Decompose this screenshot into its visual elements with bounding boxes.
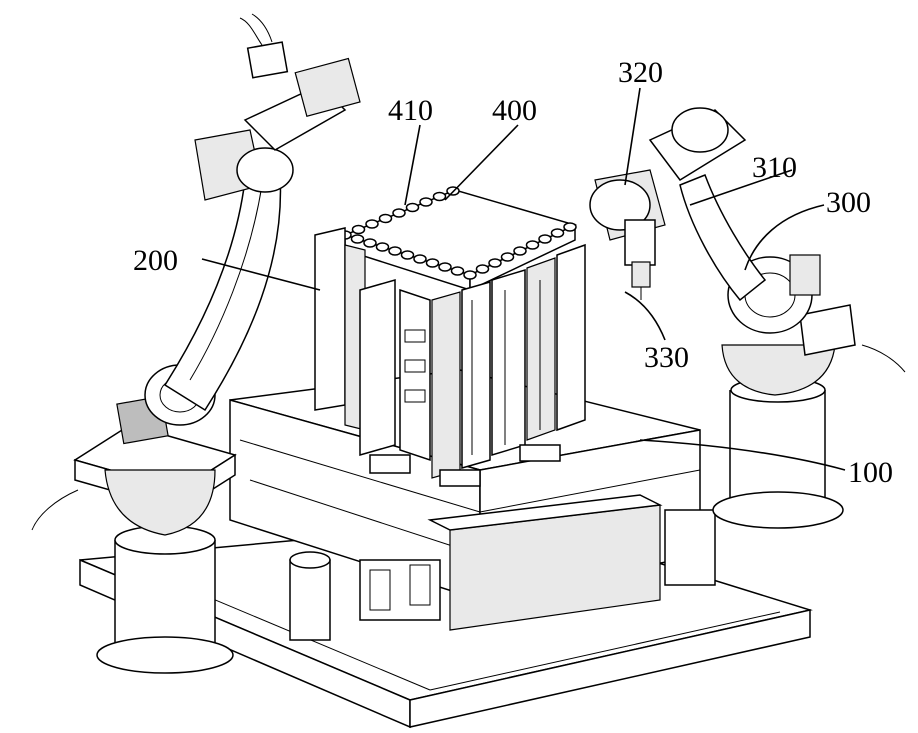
bolt-head [389,247,401,255]
bolt-head [552,229,564,237]
label-310: 310 [752,151,797,184]
label-330: 330 [644,341,689,374]
label-320: 320 [618,56,663,89]
bolt-head [377,243,389,251]
bolt-head [514,247,526,255]
label-400: 400 [492,94,537,127]
bolt-head [420,198,432,206]
bolt-head [402,251,414,259]
bolt-head [364,239,376,247]
bolt-head [434,193,446,201]
bolt-head [439,263,451,271]
bolt-head [414,255,426,263]
bolt-head [366,220,378,228]
label-100: 100 [848,456,893,489]
label-300: 300 [826,186,871,219]
bolt-head [393,209,405,217]
bolt-head [502,253,514,261]
bolt-head [407,204,419,212]
bolt-head [427,259,439,267]
bolt-head [539,235,551,243]
bolt-head [527,241,539,249]
bolt-head [477,265,489,273]
bolt-head [380,215,392,223]
label-410: 410 [388,94,433,127]
bolt-head [564,223,576,231]
label-200: 200 [133,244,178,277]
bolt-head [353,226,365,234]
bolt-head [489,259,501,267]
bolt-head [352,235,364,243]
bolt-head [464,271,476,279]
bolt-head [452,267,464,275]
